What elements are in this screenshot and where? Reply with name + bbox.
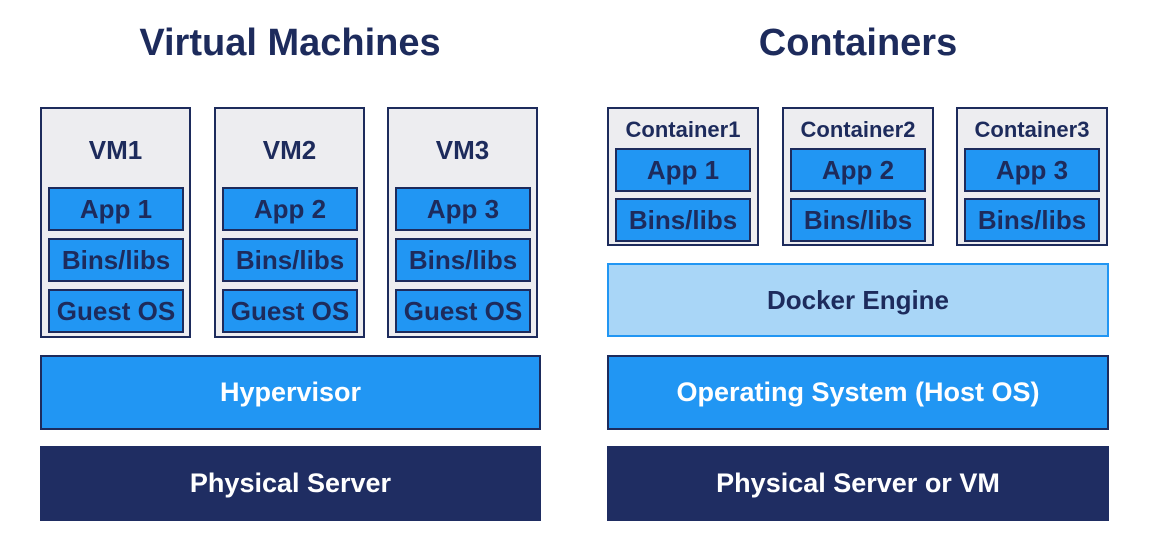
vm-section-title: Virtual Machines: [139, 22, 441, 64]
vm1-app-layer: App 1: [48, 187, 184, 231]
container1-frame: Container1 App 1 Bins/libs: [607, 107, 759, 246]
vm2-frame: VM2 App 2 Bins/libs Guest OS: [214, 107, 365, 338]
vm1-label: VM1: [88, 135, 143, 165]
container3-app-layer: App 3: [964, 148, 1100, 192]
vm2-guest-os-layer: Guest OS: [222, 289, 358, 333]
vm2-app-layer: App 2: [222, 187, 358, 231]
vm3-bins-layer: Bins/libs: [395, 238, 531, 282]
physical-server-or-vm-layer: Physical Server or VM: [607, 446, 1109, 521]
container1-bins-layer: Bins/libs: [615, 198, 751, 242]
vm1-frame: VM1 App 1 Bins/libs Guest OS: [40, 107, 191, 338]
docker-engine-layer: Docker Engine: [607, 263, 1109, 337]
container1-label: Container1: [625, 117, 741, 142]
container3-label: Container3: [974, 117, 1090, 142]
vm3-frame: VM3 App 3 Bins/libs Guest OS: [387, 107, 538, 338]
vm1-guest-os-layer: Guest OS: [48, 289, 184, 333]
vm1-bins-layer: Bins/libs: [48, 238, 184, 282]
container2-frame: Container2 App 2 Bins/libs: [782, 107, 934, 246]
vm2-bins-layer: Bins/libs: [222, 238, 358, 282]
container2-app-layer: App 2: [790, 148, 926, 192]
containers-section-title: Containers: [758, 22, 958, 64]
vm3-app-layer: App 3: [395, 187, 531, 231]
host-os-layer: Operating System (Host OS): [607, 355, 1109, 430]
container1-app-layer: App 1: [615, 148, 751, 192]
physical-server-layer: Physical Server: [40, 446, 541, 521]
vm3-guest-os-layer: Guest OS: [395, 289, 531, 333]
container3-bins-layer: Bins/libs: [964, 198, 1100, 242]
container3-frame: Container3 App 3 Bins/libs: [956, 107, 1108, 246]
vm3-label: VM3: [435, 135, 490, 165]
hypervisor-layer: Hypervisor: [40, 355, 541, 430]
container2-bins-layer: Bins/libs: [790, 198, 926, 242]
container2-label: Container2: [800, 117, 916, 142]
vm2-label: VM2: [262, 135, 317, 165]
